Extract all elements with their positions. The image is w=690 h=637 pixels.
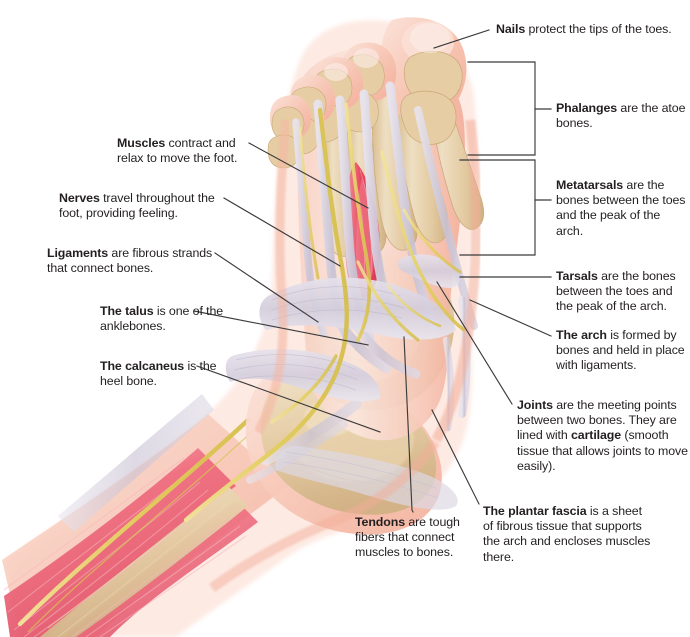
callout-ligaments-term: Ligaments — [47, 246, 109, 260]
callout-muscles-term: Muscles — [117, 136, 166, 150]
callout-nails-text: protect the tips of the toes. — [525, 22, 672, 36]
callout-ligaments-text: are fibrous strands that connect bones. — [47, 246, 213, 276]
callout-metatarsals-text: are the bones between the toes and the p… — [556, 178, 686, 238]
callout-phalanges-term: Phalanges — [556, 101, 618, 115]
callout-joints: Joints are the meeting points between tw… — [517, 398, 689, 474]
callout-muscles-text: contract and relax to move the foot. — [117, 136, 238, 166]
callout-nails-term: Nails — [496, 22, 526, 36]
callout-talus-term: The talus — [100, 304, 154, 318]
callout-plantar-fascia: The plantar fascia is a sheet of fibrous… — [483, 504, 655, 565]
callout-cartilage-term: cartilage — [571, 428, 622, 443]
callout-arch: The arch is formed by bones and held in … — [556, 328, 690, 374]
callout-nerves-text: travel throughout the foot, providing fe… — [59, 191, 215, 221]
callout-nails: Nails protect the tips of the toes. — [496, 22, 672, 37]
callout-metatarsals-term: Metatarsals — [556, 178, 624, 192]
callout-ligaments: Ligaments are fibrous strands that conne… — [47, 246, 225, 276]
callout-joints-term: Joints — [517, 398, 553, 412]
callout-joints-text-a: are the meeting points between two bones… — [517, 398, 677, 443]
callout-tarsals-term: Tarsals — [556, 269, 598, 283]
callout-tarsals: Tarsals are the bones between the toes a… — [556, 269, 690, 315]
callout-calcaneus-term: The calcaneus — [100, 359, 185, 373]
callout-talus: The talus is one of the anklebones. — [100, 304, 228, 334]
callout-calcaneus-text: is the heel bone. — [100, 359, 217, 389]
callout-nerves: Nerves travel throughout the foot, provi… — [59, 191, 227, 221]
callout-phalanges: Phalanges are the atoe bones. — [556, 101, 686, 131]
callout-phalanges-text: are the atoe bones. — [556, 101, 686, 131]
callout-tarsals-text: are the bones between the toes and the p… — [556, 269, 676, 314]
callout-muscles: Muscles contract and relax to move the f… — [117, 136, 252, 166]
callout-tendons-text: are tough fibers that connect muscles to… — [355, 515, 460, 560]
callout-metatarsals: Metatarsals are the bones between the to… — [556, 178, 686, 239]
callout-nerves-term: Nerves — [59, 191, 100, 205]
callout-tendons-term: Tendons — [355, 515, 406, 529]
callout-tendons: Tendons are tough fibers that connect mu… — [355, 515, 487, 561]
leg-segment — [2, 394, 288, 637]
callout-talus-text: is one of the anklebones. — [100, 304, 224, 334]
callout-joints-text-b: (smooth tissue that allows joints to mov… — [517, 428, 688, 473]
callout-plantar-fascia-term: The plantar fascia — [483, 504, 587, 518]
callout-calcaneus: The calcaneus is the heel bone. — [100, 359, 228, 389]
callout-arch-text: is formed by bones and held in place wit… — [556, 328, 685, 373]
callout-arch-term: The arch — [556, 328, 607, 342]
callout-plantar-fascia-text: is a sheet of fibrous tissue that suppor… — [483, 504, 651, 564]
